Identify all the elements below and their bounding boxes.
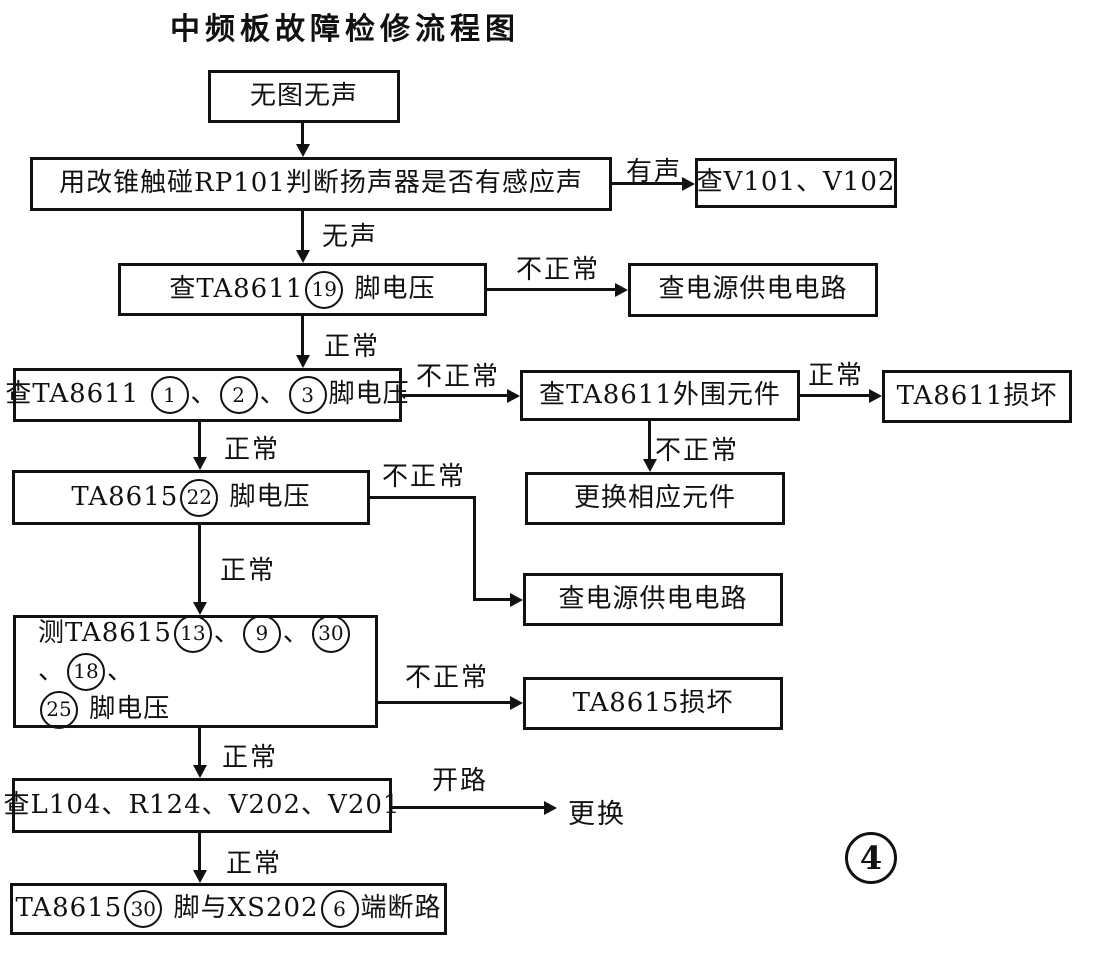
node-replace-components: 更换相应元件 xyxy=(525,472,785,525)
connector-pin22-elbow-h1 xyxy=(370,496,476,499)
node-replace-components-label: 更换相应元件 xyxy=(573,482,736,513)
edge-label-abnormal-l-m: 不正常 xyxy=(405,663,490,693)
edge-label-has-sound: 有声 xyxy=(626,157,683,187)
connector-measure-to-damaged xyxy=(378,701,512,704)
arrowhead-peripheral-to-replace xyxy=(643,459,657,472)
circled-number-13: 13 xyxy=(173,614,212,653)
circled-number-9: 9 xyxy=(242,614,281,653)
arrowhead-pin19-to-pins123 xyxy=(296,355,310,368)
arrowhead-measure-to-l104 xyxy=(193,765,207,778)
connector-pin22-elbow-h2 xyxy=(473,598,511,601)
connector-peripheral-to-damaged xyxy=(800,394,870,397)
circled-number-25: 25 xyxy=(40,690,78,729)
connector-peripheral-to-replace xyxy=(648,421,651,461)
arrowhead-measure-to-damaged xyxy=(510,696,523,710)
edge-label-no-sound: 无声 xyxy=(322,222,379,252)
arrowhead-induction-to-pin19 xyxy=(296,250,310,263)
node-check-ta8611-peripheral: 查TA8611外围元件 xyxy=(520,370,800,421)
circled-number-18: 18 xyxy=(67,652,106,691)
node-check-induction-sound: 用改锥触碰RP101判断扬声器是否有感应声 xyxy=(30,157,612,211)
node-ta8611-damaged: TA8611损坏 xyxy=(882,370,1072,423)
flowchart-title: 中频板故障检修流程图 xyxy=(170,12,520,47)
edge-label-normal-f-j: 正常 xyxy=(224,435,281,465)
node-check-l104-r124: 查L104、R124、V202、V201 xyxy=(4,778,399,833)
node-ta8615-damaged-label: TA8615损坏 xyxy=(572,687,734,718)
connector-pins123-to-pin22 xyxy=(198,422,201,459)
node-check-power-supply-1-label: 查电源供电电路 xyxy=(658,274,848,305)
circled-number-22: 22 xyxy=(180,478,219,517)
edge-label-abnormal-f-g: 不正常 xyxy=(416,362,501,392)
node-check-power-supply-2-label: 查电源供电电路 xyxy=(558,583,748,614)
edge-label-normal-g-h: 正常 xyxy=(808,361,865,391)
connector-pin19-to-pins123 xyxy=(301,316,304,357)
arrowhead-induction-to-v101 xyxy=(682,177,695,191)
node-check-power-supply-1: 查电源供电电路 xyxy=(628,263,878,317)
connector-l104-to-replace-text xyxy=(392,806,545,809)
connector-induction-to-pin19 xyxy=(301,211,304,252)
node-ta8611-damaged-label: TA8611损坏 xyxy=(896,380,1058,411)
node-ta8615-damaged: TA8615损坏 xyxy=(523,677,783,730)
connector-pin22-to-measure xyxy=(198,525,201,604)
arrowhead-pin19-to-power1 xyxy=(615,283,628,297)
node-check-ta8611-peripheral-label: 查TA8611外围元件 xyxy=(539,379,781,410)
circled-number-30: 30 xyxy=(311,614,350,653)
edge-label-abnormal-g-i: 不正常 xyxy=(655,436,740,466)
node-check-induction-sound-label: 用改锥触碰RP101判断扬声器是否有感应声 xyxy=(59,168,583,199)
circled-number-2: 2 xyxy=(219,376,258,414)
arrowhead-pin22-to-power2 xyxy=(510,593,523,607)
arrowhead-start-to-induction xyxy=(296,144,310,157)
circled-number-19: 19 xyxy=(305,270,344,309)
arrowhead-pins123-to-pin22 xyxy=(193,457,207,470)
connector-l104-to-pin30 xyxy=(198,833,201,872)
edge-label-normal-n-o: 正常 xyxy=(226,849,283,879)
connector-induction-to-v101 xyxy=(612,182,683,185)
circled-number-6: 6 xyxy=(320,890,359,928)
arrowhead-pins123-to-peripheral xyxy=(507,389,520,403)
page-marker-number: 4 xyxy=(859,839,883,877)
node-start: 无图无声 xyxy=(208,70,400,123)
edge-label-normal-l-n: 正常 xyxy=(222,743,279,773)
circled-number-3: 3 xyxy=(288,376,327,414)
node-check-v101-v102: 查V101、V102 xyxy=(695,158,897,208)
edge-label-normal-d-f: 正常 xyxy=(324,332,381,362)
connector-pin19-to-power1 xyxy=(487,288,616,291)
page-marker-circle: 4 xyxy=(845,832,897,884)
arrowhead-peripheral-to-damaged xyxy=(869,389,882,403)
edge-label-abnormal-j-k: 不正常 xyxy=(382,462,467,492)
node-check-power-supply-2: 查电源供电电路 xyxy=(523,573,783,626)
edge-label-abnormal-d-e: 不正常 xyxy=(516,255,601,285)
connector-measure-to-l104 xyxy=(198,728,201,767)
arrowhead-l104-to-pin30 xyxy=(193,870,207,883)
node-check-v101-v102-label: 查V101、V102 xyxy=(696,167,896,198)
node-check-l104-r124-label: 查L104、R124、V202、V201 xyxy=(3,789,401,820)
circled-number-30: 30 xyxy=(124,890,163,928)
replace-text: 更换 xyxy=(568,799,626,830)
connector-pin22-elbow-v xyxy=(473,496,476,601)
node-start-label: 无图无声 xyxy=(249,80,358,111)
edge-label-open-circuit: 开路 xyxy=(432,766,489,796)
circled-number-1: 1 xyxy=(150,376,189,414)
connector-pins123-to-peripheral xyxy=(402,394,508,397)
arrowhead-pin22-to-measure xyxy=(193,602,207,615)
connector-start-to-induction xyxy=(301,123,304,147)
edge-label-normal-j-l: 正常 xyxy=(220,556,277,586)
arrowhead-l104-to-replace-text xyxy=(544,801,557,815)
